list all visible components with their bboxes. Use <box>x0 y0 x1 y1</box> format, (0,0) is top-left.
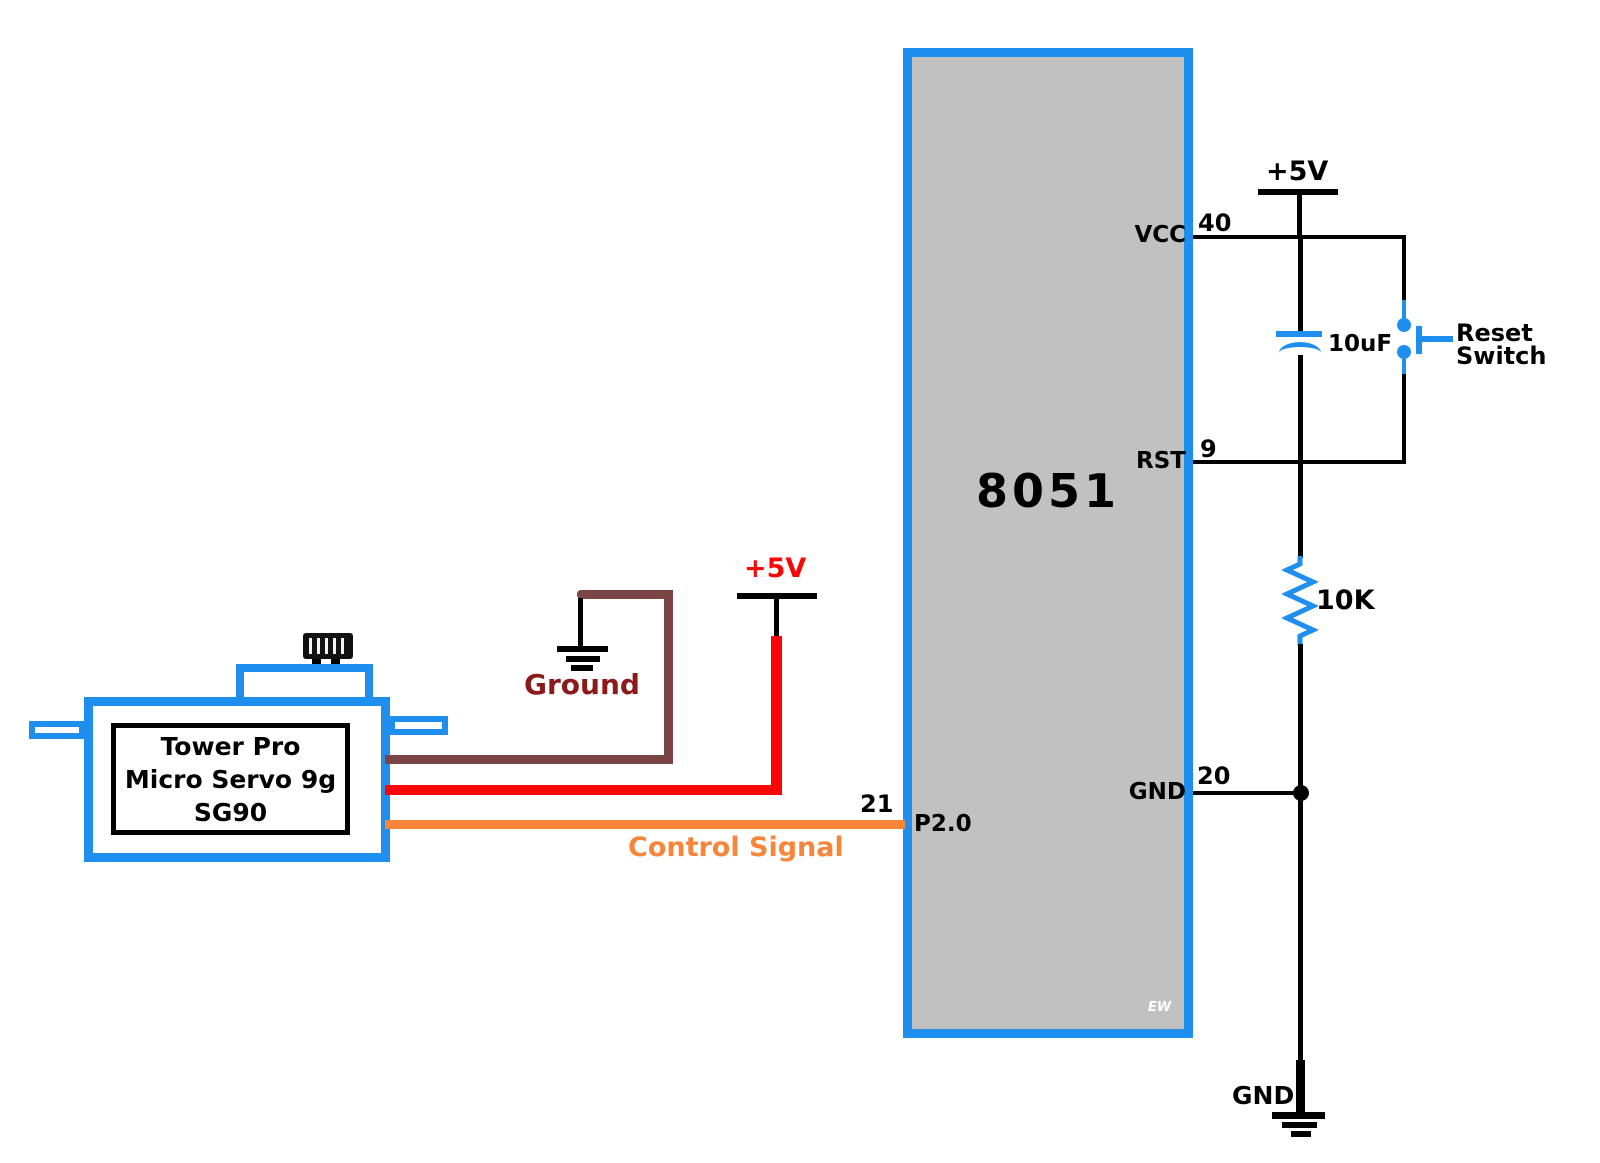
wire-brown-top <box>577 590 673 599</box>
wire-red-horizontal <box>385 785 782 795</box>
pin-number-9: 9 <box>1200 435 1217 463</box>
switch-contact-top <box>1397 318 1411 332</box>
capacitor-curved-plate <box>1279 342 1321 353</box>
wire-cap-bottom <box>1298 355 1303 558</box>
watermark-text: EW <box>1148 1000 1172 1015</box>
capacitor-flat-plate <box>1276 331 1322 337</box>
pin-number-40: 40 <box>1198 209 1232 237</box>
wire-resistor-to-ground <box>1298 644 1303 1064</box>
chip-8051-body <box>903 48 1193 1038</box>
wire-red-vertical <box>771 636 782 795</box>
servo-label-line2: Micro Servo 9g <box>124 764 337 794</box>
servo-mount-tab-left <box>29 721 85 739</box>
servo-label-line1: Tower Pro <box>160 731 301 761</box>
wire-switch-bottom <box>1402 374 1406 462</box>
servo-label-box: Tower Pro Micro Servo 9g SG90 <box>111 723 350 835</box>
ground-bar-2 <box>1282 1122 1317 1128</box>
pin-label-vcc: VCC <box>1134 222 1186 248</box>
junction-dot-gnd <box>1293 785 1309 801</box>
switch-contact-bottom <box>1397 345 1411 359</box>
ground-left-bar-1 <box>557 646 608 652</box>
supply-5v-right-stem <box>1297 195 1302 237</box>
wire-brown-vertical <box>664 590 673 764</box>
pin-label-gnd: GND <box>1128 779 1186 805</box>
servo-gear-leg-left <box>312 656 321 666</box>
servo-mount-tab-right <box>389 716 448 735</box>
wire-cap-top <box>1298 237 1303 331</box>
supply-5v-left-stem <box>774 599 779 637</box>
wire-switch-top <box>1402 237 1406 302</box>
ground-bar-1 <box>1272 1112 1325 1119</box>
capacitor-value-label: 10uF <box>1328 331 1393 357</box>
ground-bar-3 <box>1291 1131 1311 1137</box>
servo-horn-gear-icon <box>303 633 353 659</box>
switch-actuator-bar <box>1416 326 1422 354</box>
ground-left-bar-2 <box>566 656 600 662</box>
pin-label-p2-0: P2.0 <box>914 811 972 837</box>
gnd-bottom-label: GND <box>1232 1081 1295 1110</box>
reset-switch-label-line1: Reset <box>1456 319 1533 347</box>
resistor-icon <box>1282 556 1318 646</box>
wire-orange-control <box>385 820 905 829</box>
pin-number-21: 21 <box>860 790 894 818</box>
pin-number-20: 20 <box>1197 762 1231 790</box>
chip-label: 8051 <box>975 464 1121 518</box>
reset-switch-label-line2: Switch <box>1456 342 1547 370</box>
resistor-value-label: 10K <box>1316 585 1375 616</box>
ground-left-stem <box>578 598 583 648</box>
switch-lead-top <box>1402 300 1406 321</box>
servo-gear-leg-right <box>331 656 340 666</box>
servo-gear-teeth <box>309 638 347 654</box>
supply-5v-right-label: +5V <box>1266 156 1329 187</box>
wire-gnd <box>1193 791 1302 795</box>
ground-left-bar-3 <box>571 665 593 671</box>
wire-brown-horizontal <box>385 755 673 764</box>
supply-5v-left-label: +5V <box>744 553 807 584</box>
switch-lead-bottom <box>1402 356 1406 376</box>
pin-label-rst: RST <box>1136 448 1186 474</box>
control-signal-label: Control Signal <box>628 832 844 863</box>
servo-label-line3: SG90 <box>193 797 268 827</box>
supply-5v-right-bar <box>1258 189 1338 195</box>
wire-gnd-stub-thick <box>1296 1060 1305 1115</box>
switch-actuator-arm <box>1422 336 1453 342</box>
servo-top-hump <box>236 664 373 700</box>
supply-5v-left-bar <box>737 593 817 599</box>
ground-left-label: Ground <box>524 668 640 701</box>
